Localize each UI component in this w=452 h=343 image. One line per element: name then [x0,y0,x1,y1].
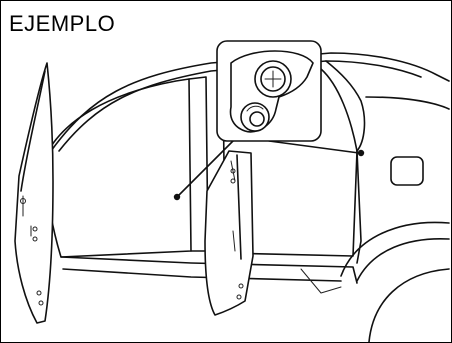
side-sill-lower [63,269,341,281]
front-door [15,63,53,323]
front-door-panel [15,63,53,323]
fuel-lid [391,157,423,185]
rear-tire [369,269,449,342]
callout-line-rear [269,141,359,153]
rear-door [205,151,253,315]
rear-window-line [366,97,449,109]
rear-door-panel [205,151,253,315]
front-door-opening [43,79,191,257]
c-pillar [326,61,364,151]
rear-wheel-arch [341,222,449,276]
lower-switch-outer [241,103,269,131]
rear-quarter-edge [357,151,361,263]
rear-wheel-arch-inner [357,239,449,281]
